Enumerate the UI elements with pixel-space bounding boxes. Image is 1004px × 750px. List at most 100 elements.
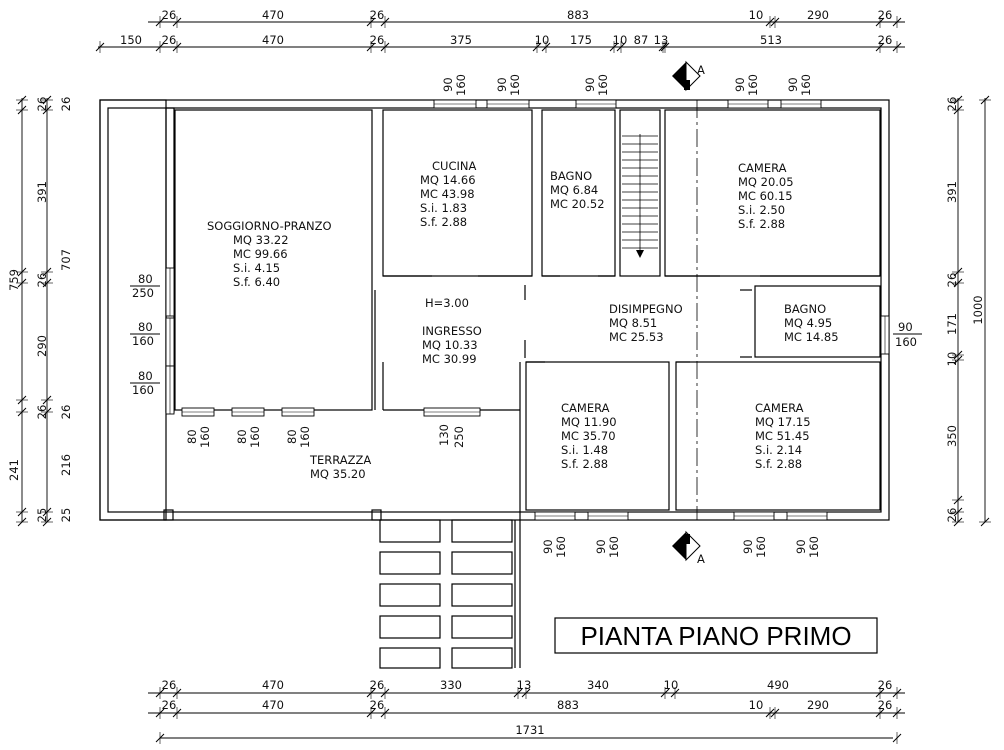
opening-width: 90 [594, 539, 608, 554]
room-label-bagno1: BAGNO MQ 6.84 MC 20.52 [550, 169, 605, 211]
dim-label: 13 [654, 33, 669, 47]
dim-label: 759 [7, 269, 21, 291]
dim-label: 340 [587, 678, 609, 692]
section-label: A [697, 552, 705, 566]
dimension-text-left: 759 241 26 391 26 290 26 26 707 26 216 2… [7, 97, 73, 523]
opening-width: 90 [786, 77, 800, 92]
room-label-camera3: CAMERA MQ 17.15 MC 51.45 S.i. 2.14 S.f. … [755, 401, 811, 471]
window [181, 407, 215, 417]
opening-height: 160 [807, 536, 821, 558]
terrace-parapet [99, 99, 167, 521]
room-value: MQ 20.05 [738, 175, 794, 189]
section-marker-top: A [672, 60, 705, 92]
opening-width: 90 [495, 77, 509, 92]
dim-label: 26 [370, 8, 385, 22]
dim-label: 290 [35, 335, 49, 357]
room-value: MC 51.45 [755, 429, 810, 443]
dim-label: 26 [59, 97, 73, 112]
opening-height: 160 [895, 335, 917, 349]
title-text: PIANTA PIANO PRIMO [580, 621, 851, 651]
room-label-terrazza: TERRAZZA MQ 35.20 [309, 453, 371, 481]
dim-label: 883 [557, 698, 579, 712]
room-label-disimpegno: DISIMPEGNO MQ 8.51 MC 25.53 [609, 302, 683, 344]
room-value: S.f. 2.88 [755, 457, 802, 471]
opening-labels-terrace: 80 160 80 160 80 160 130 250 [185, 424, 466, 448]
dimension-text-bottom1: 26 470 26 330 13 340 10 490 26 [162, 678, 893, 692]
room-name: CAMERA [561, 401, 610, 415]
dim-label: 470 [262, 8, 284, 22]
dim-label: 26 [35, 97, 49, 112]
room-label-camera1: CAMERA MQ 20.05 MC 60.15 S.i. 2.50 S.f. … [738, 161, 794, 231]
room-label-bagno2: BAGNO MQ 4.95 MC 14.85 [784, 302, 839, 344]
opening-width: 90 [583, 77, 597, 92]
opening-labels-right: 90 160 [893, 320, 922, 349]
wall-camera2 [525, 361, 670, 511]
room-label-ingresso: INGRESSO MQ 10.33 MC 30.99 [422, 324, 482, 366]
window [423, 407, 481, 417]
room-value: MQ 14.66 [420, 173, 476, 187]
external-steps [379, 519, 521, 669]
windows [165, 99, 890, 521]
dim-label: 10 [664, 678, 679, 692]
section-label: A [697, 63, 705, 77]
room-value: MC 30.99 [422, 352, 477, 366]
dimension-text-top2: 150 26 470 26 375 10 175 10 87 13 513 26 [120, 33, 892, 47]
opening-width: 80 [285, 429, 299, 444]
room-value: MQ 6.84 [550, 183, 598, 197]
dim-label-total: 1731 [515, 723, 544, 737]
room-value: MQ 33.22 [233, 233, 289, 247]
room-label-soggiorno: SOGGIORNO-PRANZO MQ 33.22 MC 99.66 S.i. … [207, 219, 332, 289]
opening-height: 160 [132, 334, 154, 348]
dimension-text-bottom2: 26 470 26 883 10 290 26 [162, 698, 893, 712]
opening-height: 160 [596, 74, 610, 96]
dim-label: 26 [370, 678, 385, 692]
dim-label: 391 [35, 181, 49, 203]
opening-height: 250 [452, 426, 466, 448]
dim-label: 391 [945, 181, 959, 203]
opening-width: 90 [541, 539, 555, 554]
room-value: MQ 11.90 [561, 415, 617, 429]
window [165, 365, 175, 415]
dim-label: 490 [767, 678, 789, 692]
room-value: S.f. 6.40 [233, 275, 280, 289]
dim-label: 26 [945, 273, 959, 288]
room-value: S.i. 1.83 [420, 201, 467, 215]
opening-height: 160 [746, 74, 760, 96]
room-name: INGRESSO [422, 324, 482, 338]
opening-height: 160 [198, 426, 212, 448]
dim-label: 10 [535, 33, 550, 47]
opening-height: 160 [799, 74, 813, 96]
dim-label: 470 [262, 33, 284, 47]
dim-label: 375 [450, 33, 472, 47]
opening-width: 90 [733, 77, 747, 92]
room-name: CAMERA [755, 401, 804, 415]
opening-height: 160 [508, 74, 522, 96]
window [575, 99, 617, 109]
opening-height: 250 [132, 286, 154, 300]
window [281, 407, 315, 417]
wall-cucina [382, 109, 533, 277]
dim-label: 10 [749, 698, 764, 712]
opening-width: 80 [138, 369, 153, 383]
window [880, 315, 890, 355]
room-value: MC 43.98 [420, 187, 475, 201]
dim-label: 10 [945, 352, 959, 367]
dim-label: 26 [59, 405, 73, 420]
window [786, 511, 828, 521]
dim-label: 216 [59, 454, 73, 476]
room-value: MQ 4.95 [784, 316, 832, 330]
dim-label: 26 [945, 508, 959, 523]
dim-label: 26 [35, 405, 49, 420]
dim-label: 26 [945, 97, 959, 112]
opening-height: 160 [607, 536, 621, 558]
opening-width: 80 [185, 429, 199, 444]
dimension-text-right: 26 391 26 171 10 350 26 1000 [945, 97, 985, 523]
window [727, 99, 769, 109]
room-name: TERRAZZA [309, 453, 371, 467]
room-name: DISIMPEGNO [609, 302, 683, 316]
dim-label: 1000 [971, 295, 985, 324]
dim-label: 26 [35, 273, 49, 288]
window [165, 267, 175, 317]
dim-label: 25 [35, 508, 49, 523]
window [534, 511, 576, 521]
